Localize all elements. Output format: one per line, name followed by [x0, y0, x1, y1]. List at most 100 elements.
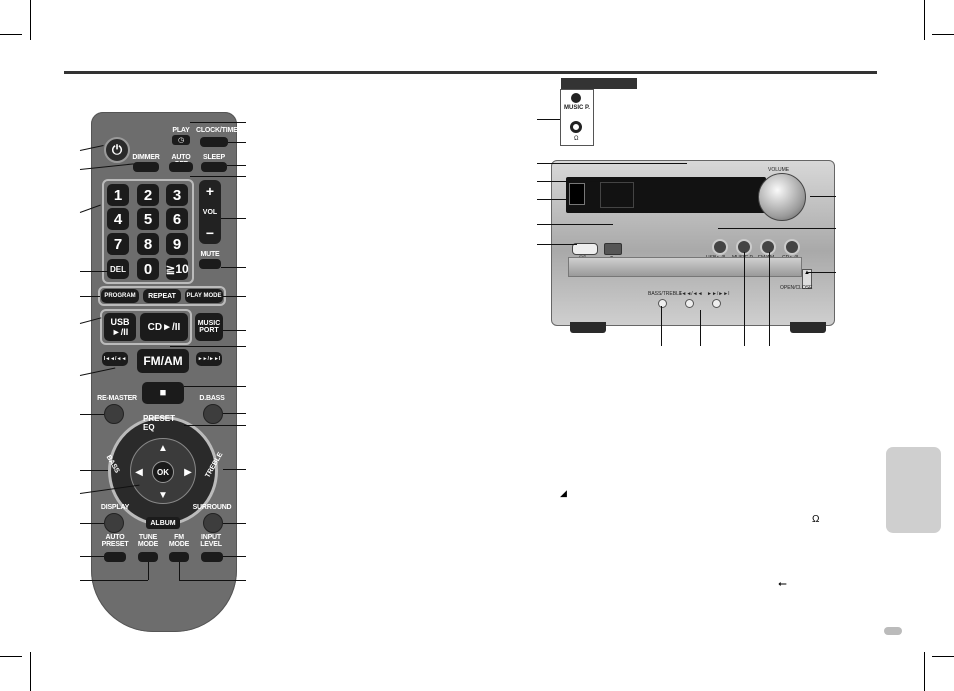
leader-line	[537, 163, 687, 164]
bass-treble-button[interactable]	[658, 299, 667, 308]
leader-line	[179, 562, 180, 580]
clock-timer-button[interactable]	[200, 137, 228, 147]
nav-right-icon[interactable]: ▶	[184, 466, 192, 478]
nav-left-icon[interactable]: ◀	[135, 466, 143, 478]
unit-next-label: ►►/►►I	[707, 291, 730, 297]
volume-rocker[interactable]: + VOL −	[199, 180, 221, 244]
album-button[interactable]: ALBUM	[146, 517, 180, 529]
re-master-label: RE-MASTER	[97, 395, 137, 402]
input-level-button[interactable]	[201, 552, 223, 562]
d-bass-button[interactable]	[203, 404, 223, 424]
crop-mark	[30, 0, 31, 40]
vol-label: VOL	[202, 208, 218, 216]
leader-line	[223, 523, 246, 524]
leader-line	[537, 244, 577, 245]
leader-line	[223, 330, 246, 331]
standby-button[interactable]	[572, 243, 598, 255]
clock-timer-label: CLOCK/TIMER	[196, 127, 243, 134]
leader-line	[537, 224, 613, 225]
leader-line	[227, 165, 246, 166]
number-8-button[interactable]: 8	[137, 233, 159, 255]
leader-line	[148, 562, 149, 580]
unit-cd-button[interactable]	[784, 239, 800, 255]
front-display	[566, 177, 766, 213]
mute-button[interactable]	[199, 259, 221, 269]
unit-prev-button[interactable]	[685, 299, 694, 308]
fm-mode-button[interactable]	[169, 552, 189, 562]
disc-tray	[568, 257, 802, 277]
leader-line	[661, 306, 662, 346]
d-bass-label: D.BASS	[199, 395, 225, 402]
volume-knob[interactable]	[758, 173, 806, 221]
leader-line	[223, 469, 246, 470]
dimmer-button[interactable]	[133, 162, 159, 172]
leader-line	[80, 271, 108, 272]
play-timer-button[interactable]: ◷	[172, 135, 190, 145]
unit-stop-button[interactable]	[604, 243, 622, 255]
leader-line	[228, 142, 246, 143]
number-3-button[interactable]: 3	[166, 184, 188, 206]
sleep-button[interactable]	[201, 162, 227, 172]
music-port-button[interactable]: MUSIC PORT	[195, 313, 223, 341]
number-4-button[interactable]: 4	[107, 208, 129, 230]
vol-minus-label: −	[205, 225, 215, 241]
surround-button[interactable]	[203, 513, 223, 533]
fm-am-button[interactable]: FM/AM	[137, 349, 189, 373]
tune-mode-label: TUNE MODE	[135, 534, 161, 548]
number-2-button[interactable]: 2	[137, 184, 159, 206]
display-button[interactable]	[104, 513, 124, 533]
auto-off-button[interactable]	[169, 162, 193, 172]
headphone-jack	[570, 121, 582, 133]
number-6-button[interactable]: 6	[166, 208, 188, 230]
headphone-symbol: Ω	[812, 514, 820, 525]
number-5-button[interactable]: 5	[137, 208, 159, 230]
stop-button[interactable]: ■	[142, 382, 184, 404]
preset-eq-button[interactable]: PRESET EQ	[143, 414, 176, 432]
unit-next-button[interactable]	[712, 299, 721, 308]
leader-line	[223, 413, 246, 414]
cd-play-pause-button[interactable]: CD►/II	[140, 313, 188, 341]
nav-up-icon[interactable]: ▲	[158, 442, 168, 454]
unit-prev-label: I◄◄/◄◄	[680, 291, 703, 297]
input-level-label-2: LEVEL	[200, 541, 222, 548]
unit-usb-button[interactable]	[712, 239, 728, 255]
number-7-button[interactable]: 7	[107, 233, 129, 255]
tune-mode-button[interactable]	[138, 552, 158, 562]
usb-play-pause-button[interactable]: USB ►/II	[104, 313, 136, 341]
re-master-button[interactable]	[104, 404, 124, 424]
bass-treble-label: BASS/TREBLE	[648, 291, 683, 297]
input-level-label-1: INPUT	[200, 534, 221, 541]
power-button[interactable]: ⏻	[104, 137, 130, 163]
number-0-button[interactable]: 0	[137, 258, 159, 280]
number-1-button[interactable]: 1	[107, 184, 129, 206]
del-button[interactable]: DEL	[107, 259, 129, 279]
headphone-label: Ω	[574, 136, 579, 142]
repeat-button[interactable]: REPEAT	[143, 289, 181, 303]
open-close-button[interactable]: ▲	[802, 269, 812, 289]
nav-down-icon[interactable]: ▼	[158, 489, 168, 501]
vol-plus-label: +	[205, 183, 215, 199]
number-9-button[interactable]: 9	[166, 233, 188, 255]
play-mode-button[interactable]: PLAY MODE	[185, 289, 223, 303]
disc-slot	[600, 182, 634, 208]
input-level-label: INPUT LEVEL	[197, 534, 225, 548]
tune-mode-label-2: MODE	[137, 541, 159, 548]
mute-label: MUTE	[200, 251, 220, 258]
prev-button[interactable]: I◄◄/◄◄	[102, 352, 128, 366]
leader-line	[221, 267, 246, 268]
number-10-plus-button[interactable]: ≧10	[165, 258, 189, 280]
auto-preset-label-2: PRESET	[101, 541, 129, 548]
crop-mark	[924, 652, 925, 691]
unit-fm-am-button[interactable]	[760, 239, 776, 255]
program-button[interactable]: PROGRAM	[101, 289, 139, 303]
auto-preset-button[interactable]	[104, 552, 126, 562]
crop-mark	[0, 656, 22, 657]
fm-mode-label-2: MODE	[168, 541, 190, 548]
display-label: DISPLAY	[100, 504, 130, 511]
volume-label: VOLUME	[768, 167, 790, 173]
usb-port	[569, 183, 585, 205]
next-button[interactable]: ►►/►►I	[196, 352, 222, 366]
crop-mark	[30, 652, 31, 691]
auto-preset-label: AUTO PRESET	[100, 534, 130, 548]
ok-button[interactable]: OK	[152, 461, 174, 483]
